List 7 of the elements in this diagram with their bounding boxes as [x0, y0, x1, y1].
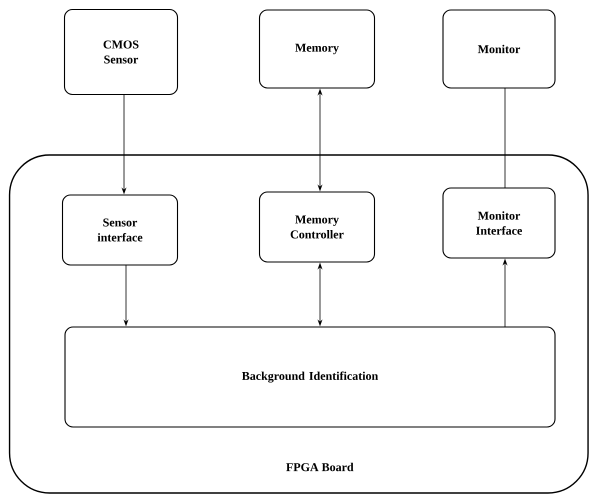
- process-box: Memory: [258, 9, 376, 89]
- process-box: Monitor Interface: [442, 187, 556, 259]
- process-box: Background Identification: [64, 326, 556, 428]
- process-box: CMOS Sensor: [64, 8, 178, 96]
- process-box: Sensor interface: [62, 194, 178, 266]
- process-box: Memory Controller: [258, 191, 376, 263]
- process-box: Monitor: [442, 9, 556, 89]
